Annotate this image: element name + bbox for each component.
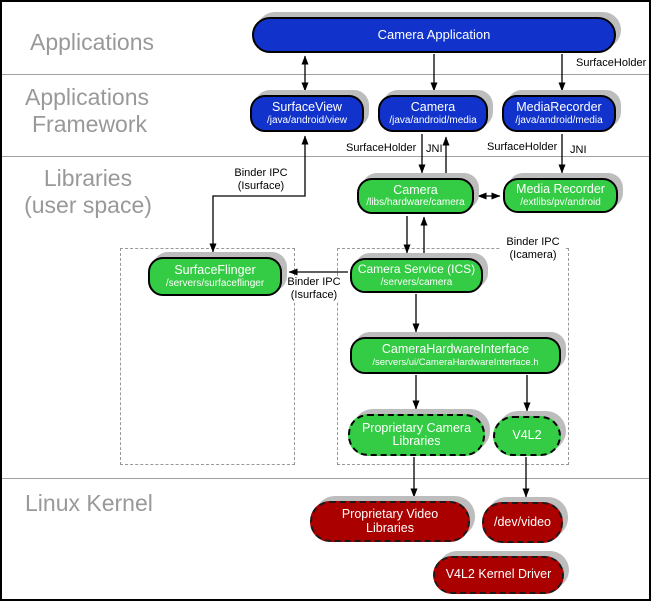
edge-label-text: Binder IPC: [287, 276, 341, 288]
edge-label-binder-ipc-isurface-upper: Binder IPC (Isurface): [230, 167, 292, 192]
node-media-recorder-native: Media Recorder /extlibs/pv/android: [503, 178, 618, 213]
node-title: Camera Service (ICS): [357, 262, 476, 277]
node-camera-service: Camera Service (ICS) /servers/camera: [350, 258, 483, 293]
node-v4l2: V4L2: [493, 416, 561, 456]
edge-label-surfaceholder-media: SurfaceHolder: [487, 141, 557, 154]
layer-label-applications: Applications: [30, 29, 154, 56]
layer-label-text: Libraries: [43, 165, 133, 191]
node-path: /java/android/media: [389, 114, 477, 126]
node-title: Camera: [393, 182, 438, 197]
layer-divider-1: [2, 74, 649, 75]
edge-label-text: SurfaceHolder: [576, 57, 647, 69]
node-title: SurfaceFlinger: [174, 263, 256, 278]
edge-label-text: (Icamera): [509, 248, 557, 261]
camera-service-group-box: [337, 248, 569, 465]
node-title: Camera Application: [377, 27, 491, 43]
node-title: MediaRecorder: [516, 100, 602, 115]
layer-label-linux-kernel: Linux Kernel: [25, 490, 153, 517]
node-v4l2-kernel-driver: V4L2 Kernel Driver: [433, 556, 564, 594]
node-title: Proprietary Camera Libraries: [361, 420, 472, 448]
edge-label-binder-ipc-isurface-lower: Binder IPC (Isurface): [284, 276, 344, 301]
surfaceflinger-group-box: [120, 248, 295, 465]
node-title: SurfaceView: [272, 100, 342, 115]
node-path: /java/android/view: [266, 114, 348, 126]
node-path: /servers/ui/CameraHardwareInterface.h: [372, 356, 539, 368]
node-camera-native: Camera /libs/hardware/camera: [357, 178, 474, 214]
node-surfaceview: SurfaceView /java/android/view: [250, 95, 364, 132]
edge-label-text: (Isurface): [237, 179, 285, 192]
edge-label-surfaceholder-top: SurfaceHolder: [576, 57, 646, 70]
layer-label-applications-framework: Applications Framework: [25, 84, 149, 138]
edge-label-text: (Isurface): [290, 288, 338, 301]
node-proprietary-camera-libraries: Proprietary Camera Libraries: [348, 414, 485, 456]
node-path: /java/android/media: [515, 114, 603, 126]
node-mediarecorder-java: MediaRecorder /java/android/media: [502, 95, 616, 132]
node-title: V4L2 Kernel Driver: [445, 567, 552, 582]
node-path: /servers/camera: [380, 276, 453, 288]
node-title: /dev/video: [494, 514, 551, 529]
node-camera-application: Camera Application: [252, 17, 616, 53]
layer-divider-3: [2, 478, 649, 479]
node-title: Camera: [410, 100, 456, 115]
edge-label-text: SurfaceHolder: [487, 141, 558, 153]
layer-label-text: Applications: [25, 84, 150, 110]
node-camera-java: Camera /java/android/media: [378, 95, 488, 132]
node-path: /servers/surfaceflinger: [165, 277, 265, 289]
node-path: /extlibs/pv/android: [520, 196, 601, 208]
edge-label-text: SurfaceHolder: [346, 142, 417, 154]
edge-label-jni-camera: JNI: [426, 143, 443, 156]
edge-label-text: Binder IPC: [234, 167, 288, 179]
layer-label-text: Applications: [30, 29, 155, 55]
edge-label-jni-media: JNI: [570, 144, 587, 157]
layer-divider-2: [2, 156, 649, 157]
edge-label-binder-ipc-icamera: Binder IPC (Icamera): [500, 236, 566, 261]
node-path: /libs/hardware/camera: [366, 197, 465, 209]
node-title: Media Recorder: [516, 182, 605, 197]
layer-label-text: Linux Kernel: [25, 490, 153, 516]
node-proprietary-video-libraries: Proprietary Video Libraries: [310, 501, 470, 542]
edge-label-text: JNI: [426, 143, 443, 155]
edge-label-surfaceholder-camera: SurfaceHolder: [346, 142, 416, 155]
node-dev-video: /dev/video: [482, 502, 563, 543]
node-camerahardwareinterface: CameraHardwareInterface /servers/ui/Came…: [350, 337, 561, 374]
node-title: V4L2: [512, 428, 542, 443]
layer-label-text: (user space): [24, 192, 152, 218]
node-title: CameraHardwareInterface: [381, 342, 530, 357]
node-title: Proprietary Video Libraries: [341, 507, 439, 535]
diagram-frame: [0, 0, 651, 601]
edge-label-text: Binder IPC: [506, 236, 560, 248]
node-surfaceflinger: SurfaceFlinger /servers/surfaceflinger: [148, 257, 282, 296]
edge-label-text: JNI: [570, 144, 587, 156]
layer-label-text: Framework: [32, 111, 148, 137]
layer-label-libraries: Libraries (user space): [8, 165, 168, 219]
